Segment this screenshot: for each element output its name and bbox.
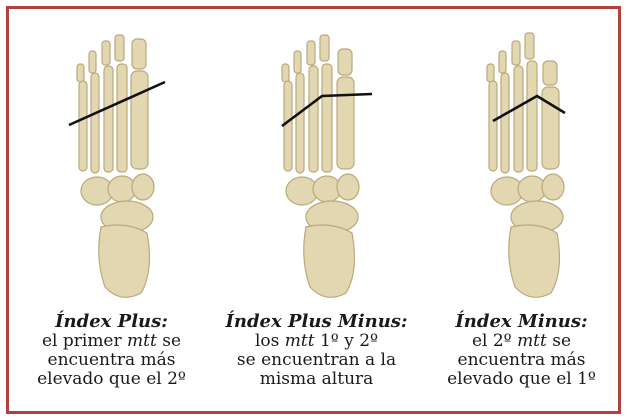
- caption-title: Índex Plus:: [55, 311, 168, 332]
- caption-line: misma altura: [259, 369, 374, 389]
- caption-line: encuentra más: [47, 350, 176, 370]
- caption-line: el primer mtt se: [41, 331, 182, 351]
- caption-index-plus-minus: Índex Plus Minus: los mtt 1º y 2º se enc…: [214, 312, 419, 389]
- caption-index-minus: Índex Minus: el 2º mtt se encuentra más …: [419, 312, 624, 389]
- panel-index-plus-minus: Índex Plus Minus: los mtt 1º y 2º se enc…: [214, 9, 419, 411]
- caption-line: encuentra más: [457, 350, 586, 370]
- caption-title: Índex Plus Minus:: [225, 311, 408, 332]
- caption-line: los mtt 1º y 2º: [254, 331, 379, 351]
- panel-index-plus: Índex Plus: el primer mtt se encuentra m…: [9, 9, 214, 411]
- figure-frame: Índex Plus: el primer mtt se encuentra m…: [6, 6, 621, 414]
- caption-index-plus: Índex Plus: el primer mtt se encuentra m…: [9, 312, 214, 389]
- foot-skeleton-illustration: [68, 34, 166, 298]
- caption-title: Índex Minus:: [455, 311, 588, 332]
- caption-line: el 2º mtt se: [471, 331, 572, 351]
- caption-line: se encuentran a la: [236, 350, 397, 370]
- caption-line: elevado que el 1º: [447, 369, 596, 389]
- foot-skeleton-illustration: [486, 32, 566, 298]
- caption-line: elevado que el 2º: [37, 369, 186, 389]
- foot-skeleton-illustration: [281, 34, 373, 298]
- panel-index-minus: Índex Minus: el 2º mtt se encuentra más …: [419, 9, 624, 411]
